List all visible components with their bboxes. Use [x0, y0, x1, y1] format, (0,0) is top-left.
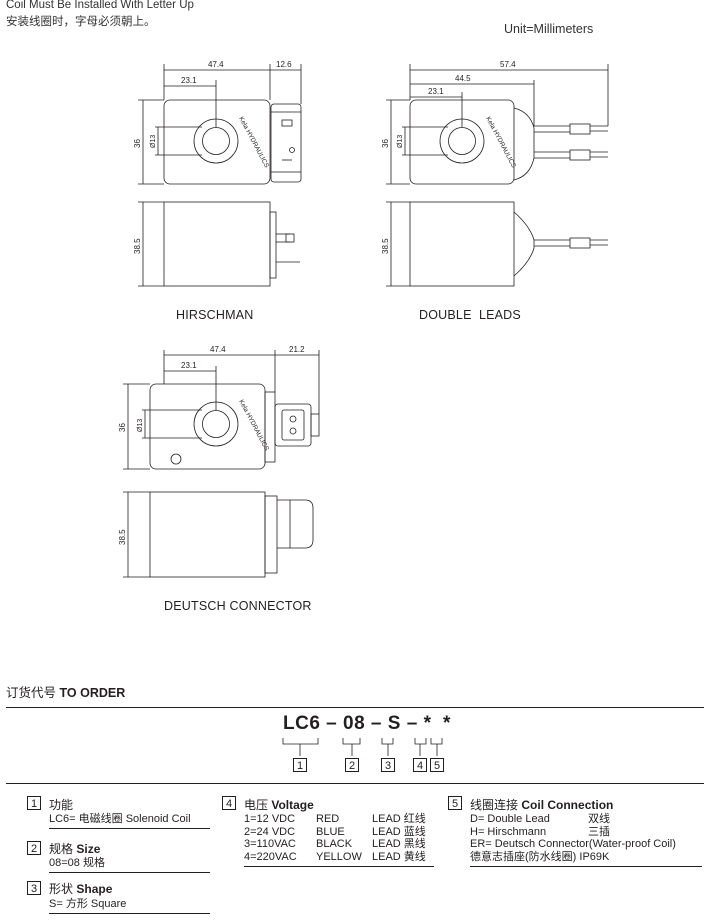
deutsch-dim-center: 23.1 — [181, 361, 197, 370]
connection-row: 德意志插座(防水线圈) IP69K — [470, 851, 676, 864]
code-box-3: 3 — [381, 758, 395, 772]
voltage-value: 4=220VAC — [244, 850, 297, 863]
voltage-value: 3=110VAC — [244, 838, 296, 850]
deutsch-dim-conn: 21.2 — [289, 345, 305, 354]
section-2-num: 2 — [27, 841, 41, 855]
install-note-zh: 安装线圈时，字母必须朝上。 — [6, 16, 156, 28]
voltage-value: 2=24 VDC — [244, 825, 296, 838]
double-leads-dim-height: 36 — [381, 139, 390, 148]
connection-row: D= Double Lead 双线 — [470, 813, 676, 826]
voltage-color: RED — [316, 813, 340, 825]
section-2-title-zh: 规格 — [49, 842, 74, 856]
double-leads-dim-width: 44.5 — [455, 74, 471, 83]
double-leads-brand: Kela HYDRAULICS — [484, 116, 517, 170]
section-1-line: LC6= 电磁线圈 Solenoid Coil — [49, 813, 191, 825]
section-2-title-en: Size — [76, 842, 101, 856]
connection-zh: 三插 — [588, 825, 610, 838]
section-3-underline — [49, 913, 210, 914]
hirschman-top-view — [138, 64, 302, 185]
install-note-en: Coil Must Be Installed With Letter Up — [6, 0, 194, 11]
section-1-title-zh: 功能 — [49, 798, 74, 812]
deutsch-dim-height: 36 — [118, 423, 127, 432]
connection-table: D= Double Lead 双线 H= Hirschmann 三插 ER= D… — [470, 813, 676, 863]
section-1-underline — [49, 828, 210, 829]
connection-zh: 双线 — [588, 813, 610, 825]
section-1-num: 1 — [27, 796, 41, 810]
section-4-num: 4 — [222, 796, 236, 810]
double-leads-caption: DOUBLE LEADS — [419, 308, 521, 322]
deutsch-dim-width: 47.4 — [210, 345, 226, 354]
section-3-title: 形状 Shape — [49, 880, 112, 897]
voltage-color: BLACK — [316, 838, 353, 850]
voltage-row: 1=12 VDC RED LEAD 红线 — [244, 813, 426, 826]
code-box-1: 1 — [293, 758, 307, 772]
section-5-title: 线圈连接 Coil Connection — [470, 796, 613, 813]
connection-option: H= Hirschmann — [470, 825, 547, 838]
voltage-lead: LEAD 黄线 — [372, 850, 426, 863]
double-leads-dim-bore: Ø13 — [397, 135, 404, 148]
section-3-line: S= 方形 Square — [49, 898, 127, 910]
order-heading-zh: 订货代号 — [6, 686, 57, 700]
section-4-title-en: Voltage — [271, 798, 314, 812]
section-4-title: 电压 Voltage — [244, 796, 314, 813]
section-4-underline — [244, 866, 434, 867]
code-box-4: 4 — [413, 758, 427, 772]
hirschman-dim-width: 47.4 — [208, 60, 224, 69]
hirschman-dim-center: 23.1 — [181, 76, 197, 85]
deutsch-dim-bore: Ø13 — [137, 419, 144, 432]
section-3-num: 3 — [27, 881, 41, 895]
deutsch-dim-side: 38.5 — [118, 529, 127, 545]
deutsch-caption: DEUTSCH CONNECTOR — [164, 599, 312, 613]
connection-row: ER= Deutsch Connector(Water-proof Coil) — [470, 838, 676, 851]
hirschman-dim-conn: 12.6 — [276, 60, 292, 69]
order-code: LC6 – 08 – S – * * — [283, 713, 451, 734]
voltage-lead: LEAD 黑线 — [372, 838, 426, 850]
code-box-2: 2 — [345, 758, 359, 772]
voltage-table: 1=12 VDC RED LEAD 红线 2=24 VDC BLUE LEAD … — [244, 813, 426, 863]
voltage-color: BLUE — [316, 825, 345, 838]
section-3-title-zh: 形状 — [49, 882, 74, 896]
voltage-lead: LEAD 红线 — [372, 813, 426, 825]
hirschman-dim-side: 38.5 — [133, 238, 142, 254]
voltage-value: 1=12 VDC — [244, 813, 296, 825]
voltage-row: 4=220VAC YELLOW LEAD 黄线 — [244, 851, 426, 864]
deutsch-side-view — [123, 491, 314, 578]
section-2-line: 08=08 规格 — [49, 857, 105, 869]
double-leads-dim-side: 38.5 — [381, 238, 390, 254]
double-leads-dim-total: 57.4 — [500, 60, 516, 69]
connection-option: D= Double Lead — [470, 813, 550, 825]
double-leads-side-view — [386, 201, 608, 287]
unit-note: Unit=Millimeters — [504, 22, 594, 36]
code-box-5: 5 — [430, 758, 444, 772]
hirschman-caption: HIRSCHMAN — [176, 308, 254, 322]
deutsch-top-view — [123, 350, 320, 470]
hirschman-dim-bore: Ø13 — [150, 135, 157, 148]
section-4-title-zh: 电压 — [244, 798, 269, 812]
section-5-title-zh: 线圈连接 — [470, 798, 519, 812]
voltage-row: 2=24 VDC BLUE LEAD 蓝线 — [244, 826, 426, 839]
double-leads-top-view — [386, 64, 609, 185]
voltage-lead: LEAD 蓝线 — [372, 825, 426, 838]
section-5-title-en: Coil Connection — [521, 798, 614, 812]
connection-row: H= Hirschmann 三插 — [470, 826, 676, 839]
order-heading-en: TO ORDER — [59, 686, 126, 700]
connection-option: ER= Deutsch Connector(Water-proof Coil) — [470, 838, 676, 850]
hirschman-side-view — [138, 201, 300, 287]
section-2-underline — [49, 872, 210, 873]
technical-drawings: 47.4 23.1 12.6 36 Ø13 Kela HYDRAULICS 38… — [118, 60, 609, 578]
section-5-num: 5 — [448, 796, 462, 810]
section-1-title: 功能 — [49, 796, 73, 813]
hirschman-brand: Kela HYDRAULICS — [237, 116, 270, 170]
voltage-color: YELLOW — [316, 850, 362, 863]
order-top-rule — [6, 707, 704, 708]
connection-option: 德意志插座(防水线圈) IP69K — [470, 850, 610, 863]
voltage-row: 3=110VAC BLACK LEAD 黑线 — [244, 838, 426, 851]
order-heading: 订货代号 TO ORDER — [6, 682, 125, 701]
double-leads-dim-center: 23.1 — [428, 87, 444, 96]
order-mid-rule — [6, 783, 704, 784]
section-2-title: 规格 Size — [49, 840, 100, 857]
section-3-title-en: Shape — [76, 882, 113, 896]
hirschman-dim-height: 36 — [133, 139, 142, 148]
section-5-underline — [470, 866, 702, 867]
